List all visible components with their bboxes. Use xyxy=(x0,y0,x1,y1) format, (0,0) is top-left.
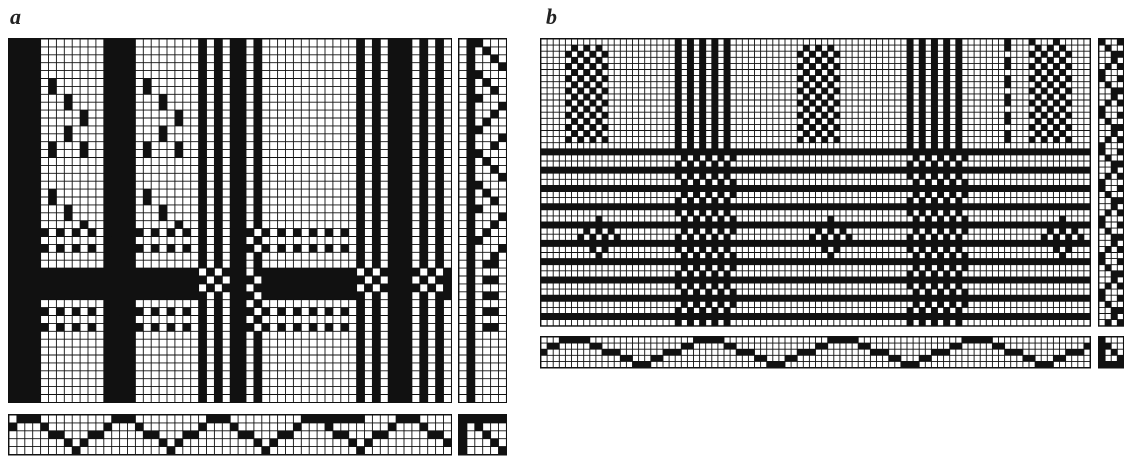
panel-b-threading xyxy=(540,336,1091,369)
panel-b-drawdown xyxy=(540,38,1091,327)
panel-a-treadling xyxy=(458,38,507,403)
panel-a-drawdown xyxy=(8,38,452,403)
panel-a-label: a xyxy=(10,4,21,30)
panel-b-treadling xyxy=(1098,38,1124,327)
panel-b-tieup xyxy=(1098,336,1124,369)
panel-b-label: b xyxy=(546,4,557,30)
panel-a-threading xyxy=(8,414,452,456)
panel-a-tieup xyxy=(458,414,507,456)
